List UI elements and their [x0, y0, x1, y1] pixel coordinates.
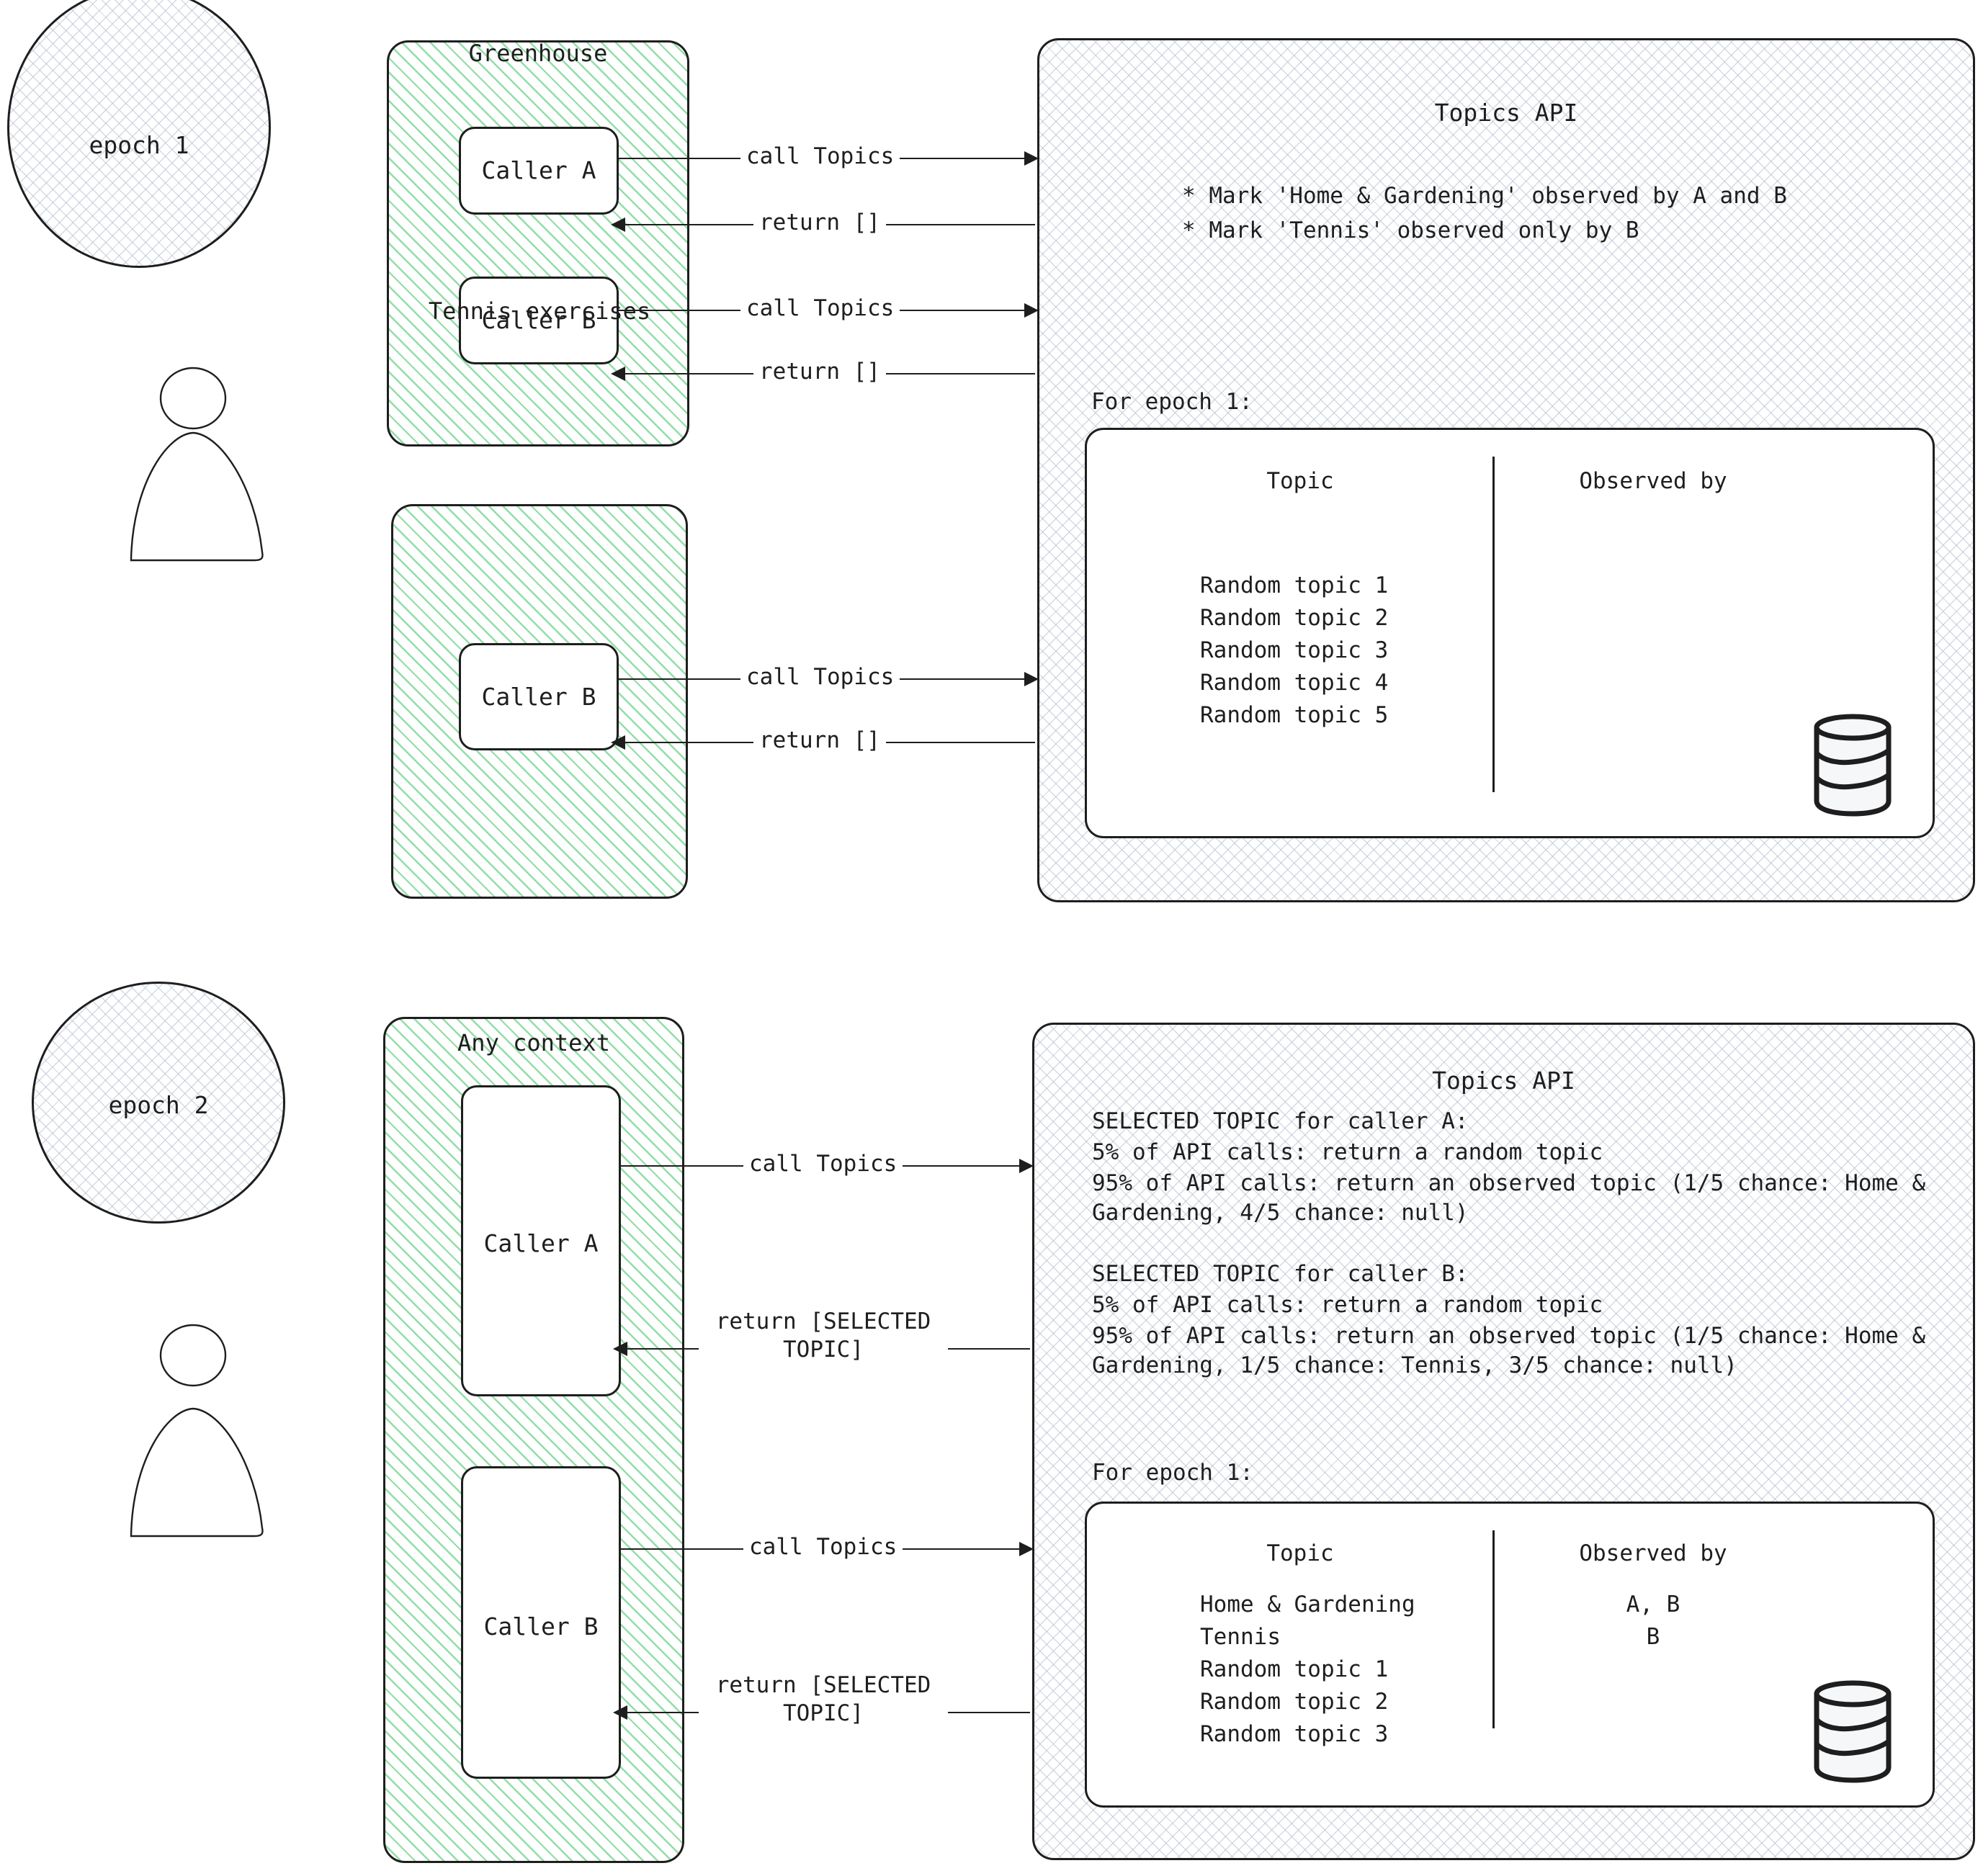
- epoch-2-badge-label: epoch 2: [108, 1091, 209, 1119]
- edge-greenhouse-b-return-arrowhead: [611, 367, 625, 381]
- caller-b-greenhouse[interactable]: [459, 277, 619, 364]
- topics-table-epoch-2-row-4-topic: Random topic 2: [1200, 1689, 1389, 1715]
- edge-any-b-call-arrowhead: [1019, 1542, 1034, 1556]
- topics-table-epoch-1-row-2-topic: Random topic 2: [1200, 605, 1389, 631]
- topics-api-epoch-1-bullet-2: * Mark 'Tennis' observed only by B: [1182, 217, 1639, 243]
- edge-tennis-b-return-arrowhead: [611, 735, 625, 750]
- edge-any-b-call-label: call Topics: [743, 1533, 903, 1561]
- edge-tennis-b-call-arrowhead: [1024, 672, 1039, 686]
- caller-a-any[interactable]: [461, 1085, 621, 1396]
- epoch-1-badge-label: epoch 1: [89, 131, 189, 159]
- topics-table-epoch-2: [1085, 1502, 1935, 1808]
- topics-api-epoch-1-title: Topics API: [1434, 99, 1578, 127]
- topics-table-epoch-2-col-observed: Observed by: [1579, 1540, 1727, 1566]
- topics-table-epoch-1-row-3-topic: Random topic 3: [1200, 637, 1389, 663]
- context-greenhouse[interactable]: [387, 40, 689, 446]
- context-any[interactable]: [383, 1017, 684, 1863]
- edge-greenhouse-a-call-label: call Topics: [740, 143, 900, 171]
- context-tennis-exercises-label: Tennis exercises: [428, 297, 651, 325]
- edge-any-b-return-label-text: return [SELECTED TOPIC]: [715, 1672, 931, 1726]
- topics-api-epoch-2-table-caption: For epoch 1:: [1092, 1460, 1253, 1486]
- user-avatar-icon: [130, 367, 264, 562]
- edge-any-a-return-label-text: return [SELECTED TOPIC]: [715, 1309, 931, 1363]
- topics-api-epoch-1-bullet-1: * Mark 'Home & Gardening' observed by A …: [1182, 183, 1787, 209]
- caller-b-any-label: Caller B: [483, 1612, 599, 1641]
- edge-greenhouse-a-call-arrowhead: [1024, 151, 1039, 166]
- topics-api-epoch-2-rule-a-heading: SELECTED TOPIC for caller A:: [1092, 1108, 1469, 1134]
- user-avatar-icon-epoch-2: [130, 1324, 264, 1538]
- topics-table-epoch-1-row-5-topic: Random topic 5: [1200, 702, 1389, 728]
- edge-greenhouse-a-return-arrowhead: [611, 217, 625, 232]
- topics-table-epoch-2-row-5-topic: Random topic 3: [1200, 1721, 1389, 1747]
- context-greenhouse-label: Greenhouse: [468, 40, 608, 67]
- edge-greenhouse-b-return-label: return []: [753, 358, 886, 386]
- edge-any-b-return-label: return [SELECTED TOPIC]: [699, 1671, 948, 1728]
- topics-table-epoch-2-row-2-topic: Tennis: [1200, 1624, 1281, 1650]
- topics-table-epoch-1-col-observed: Observed by: [1579, 468, 1727, 494]
- topics-table-epoch-2-col-topic: Topic: [1266, 1540, 1334, 1566]
- context-any-label: Any context: [457, 1029, 610, 1056]
- topics-table-epoch-2-row-1-topic: Home & Gardening: [1200, 1592, 1415, 1617]
- caller-a-any-label: Caller A: [483, 1229, 599, 1257]
- topics-table-epoch-1: [1085, 428, 1935, 838]
- topics-api-epoch-2-rule-b-line-2: 95% of API calls: return an observed top…: [1092, 1323, 1926, 1378]
- caller-b-tennis-label: Caller B: [481, 683, 596, 711]
- caller-b-tennis[interactable]: [459, 643, 619, 750]
- edge-any-a-return-arrowhead: [613, 1342, 627, 1356]
- epoch-2-badge: [32, 982, 285, 1224]
- topics-table-epoch-1-col-topic: Topic: [1266, 468, 1334, 494]
- epoch-1-badge: [7, 0, 271, 268]
- edge-any-a-call-arrowhead: [1019, 1159, 1034, 1173]
- caller-b-greenhouse-label: Caller B: [481, 306, 596, 334]
- caller-a-greenhouse[interactable]: [459, 127, 619, 215]
- caller-b-any[interactable]: [461, 1466, 621, 1779]
- topics-table-epoch-2-row-1-observed: A, B: [1626, 1592, 1680, 1617]
- topics-table-epoch-2-row-2-observed: B: [1646, 1624, 1660, 1650]
- topics-table-epoch-1-row-4-topic: Random topic 4: [1200, 670, 1389, 696]
- edge-tennis-b-return-label: return []: [753, 727, 886, 755]
- topics-table-epoch-2-row-3-topic: Random topic 1: [1200, 1656, 1389, 1682]
- edge-greenhouse-b-call-label: call Topics: [740, 295, 900, 323]
- topics-api-epoch-2-rule-b-heading: SELECTED TOPIC for caller B:: [1092, 1261, 1469, 1287]
- edge-any-b-return-arrowhead: [613, 1705, 627, 1720]
- database-icon-epoch-2: [1814, 1680, 1892, 1783]
- edge-greenhouse-b-call-arrowhead: [1024, 303, 1039, 318]
- topics-api-epoch-2-rule-b-line-1: 5% of API calls: return a random topic: [1092, 1292, 1603, 1318]
- topics-api-epoch-1-table-caption: For epoch 1:: [1091, 389, 1253, 415]
- edge-any-a-return-label: return [SELECTED TOPIC]: [699, 1308, 948, 1364]
- database-icon-epoch-1: [1814, 714, 1892, 817]
- topics-api-epoch-2-rule-a-line-2: 95% of API calls: return an observed top…: [1092, 1170, 1926, 1226]
- caller-a-greenhouse-label: Caller A: [481, 156, 596, 184]
- edge-tennis-b-call-label: call Topics: [740, 663, 900, 691]
- topics-table-epoch-2-divider: [1492, 1530, 1495, 1728]
- topics-table-epoch-1-divider: [1492, 457, 1495, 792]
- topics-api-epoch-2-rule-a-line-1: 5% of API calls: return a random topic: [1092, 1139, 1603, 1165]
- topics-table-epoch-1-row-1-topic: Random topic 1: [1200, 573, 1389, 598]
- edge-any-a-call-label: call Topics: [743, 1150, 903, 1178]
- edge-greenhouse-a-return-label: return []: [753, 209, 886, 237]
- topics-api-epoch-2-title: Topics API: [1432, 1067, 1575, 1095]
